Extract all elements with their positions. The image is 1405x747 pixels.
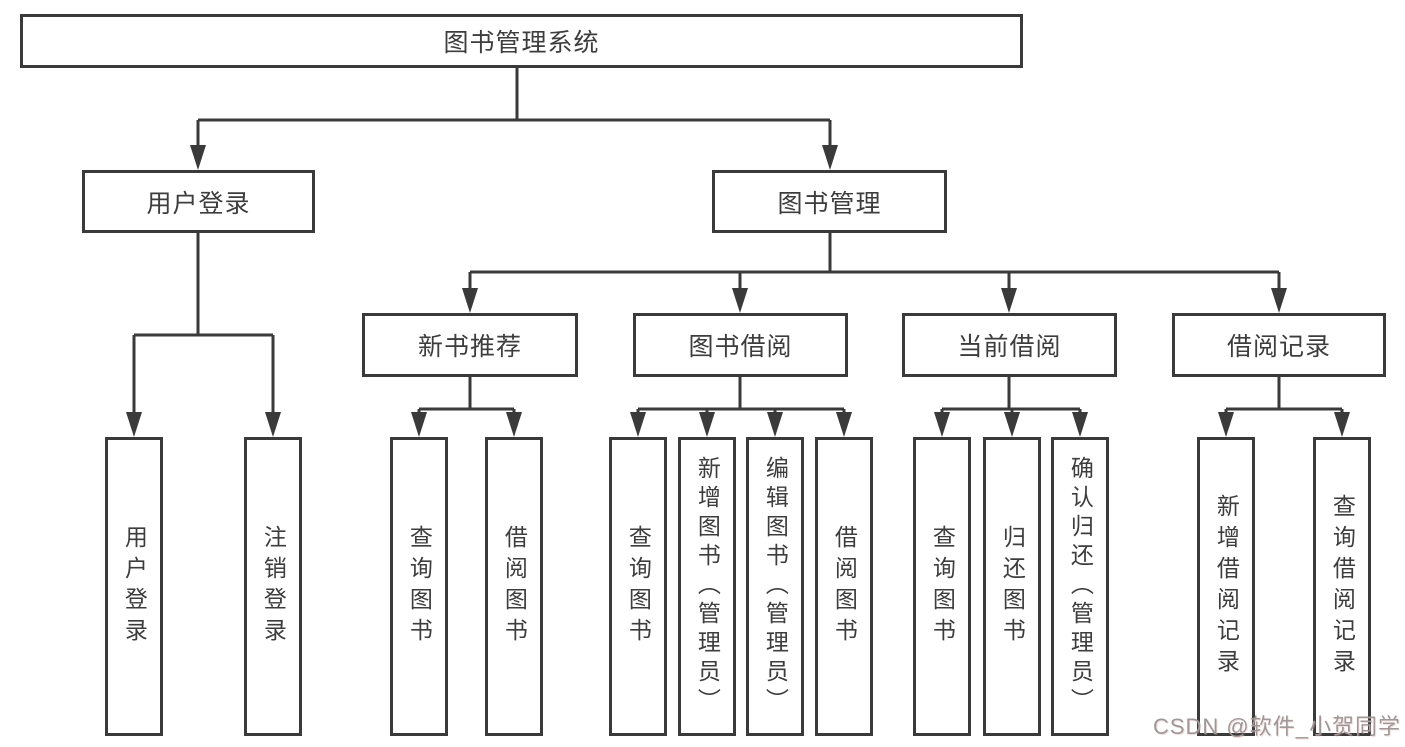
node-label: 查询图书 [625,524,652,649]
node-label: 新书推荐 [417,333,522,361]
node-user-login: 用户登录 [82,170,315,233]
arrowhead [462,288,478,313]
arrowhead [1218,412,1234,437]
arrowhead [1001,288,1017,313]
node-label: 图书借阅 [688,333,793,361]
arrowhead [699,412,715,437]
connector-root-to-level2 [196,68,832,147]
node-label: 图书管理系统 [443,29,600,57]
node-label: 查询图书 [406,524,433,649]
node-current-borrowing: 当前借阅 [902,313,1117,377]
leaf-borrow-books: 借阅图书 [485,437,543,736]
arrowhead [265,412,281,437]
arrowhead [1072,412,1088,437]
node-label: 注销登录 [260,524,287,649]
arrowhead [836,412,852,437]
leaf-add-borrow-record: 新增借阅记录 [1197,437,1255,736]
csdn-watermark: CSDN @软件_小贺同学 [1152,714,1401,739]
leaf-query-borrow-record: 查询借阅记录 [1313,437,1371,736]
connector-user-login-to-leaves [132,233,275,414]
node-library-management-system: 图书管理系统 [20,14,1023,68]
arrowhead [822,145,838,170]
node-new-book-recommendation: 新书推荐 [362,313,578,377]
connector-new-book-recommendation-to-leaves [417,377,516,414]
arrowhead [1004,412,1020,437]
arrowhead [126,412,142,437]
node-label: 当前借阅 [957,333,1062,361]
leaf-query-books: 查询图书 [390,437,448,736]
node-label: 借阅图书 [831,524,858,649]
arrowhead [1334,412,1350,437]
connector-current-borrowing-to-leaves [940,377,1082,414]
node-label: 借阅图书 [501,524,528,649]
node-label: 新增借阅记录 [1213,493,1240,680]
node-label: 查询图书 [929,524,956,649]
leaf-edit-book-admin: 编辑图书（管理员） [746,437,804,736]
node-label: 新增图书（管理员） [694,456,721,717]
leaf-logout: 注销登录 [244,437,302,736]
connector-borrowing-records-to-leaves [1224,377,1344,414]
leaf-query-books: 查询图书 [609,437,667,736]
arrowhead [506,412,522,437]
node-borrowing-records: 借阅记录 [1172,313,1386,377]
arrowhead [411,412,427,437]
connector-book-management-to-level3 [468,233,1281,291]
connector-book-borrowing-to-leaves [636,377,846,414]
arrowhead [630,412,646,437]
arrowhead [1271,288,1287,313]
arrowheads [126,145,1350,437]
leaf-borrow-books: 借阅图书 [815,437,873,736]
arrowhead [732,288,748,313]
arrowhead [767,412,783,437]
node-label: 查询借阅记录 [1329,493,1356,680]
leaf-query-books: 查询图书 [913,437,971,736]
node-book-borrowing: 图书借阅 [633,313,848,377]
node-label: 用户登录 [121,524,148,649]
leaf-return-books: 归还图书 [983,437,1041,736]
node-label: 图书管理 [777,189,882,218]
node-label: 用户登录 [146,189,251,218]
arrowhead [190,145,206,170]
leaf-user-login: 用户登录 [105,437,163,736]
arrowhead [934,412,950,437]
node-label: 借阅记录 [1226,333,1331,361]
leaf-add-book-admin: 新增图书（管理员） [678,437,736,736]
node-label: 编辑图书（管理员） [762,456,789,717]
leaf-confirm-return-admin: 确认归还（管理员） [1051,437,1109,736]
node-label: 归还图书 [999,524,1026,649]
node-label: 确认归还（管理员） [1067,456,1094,717]
node-book-management: 图书管理 [712,170,947,233]
